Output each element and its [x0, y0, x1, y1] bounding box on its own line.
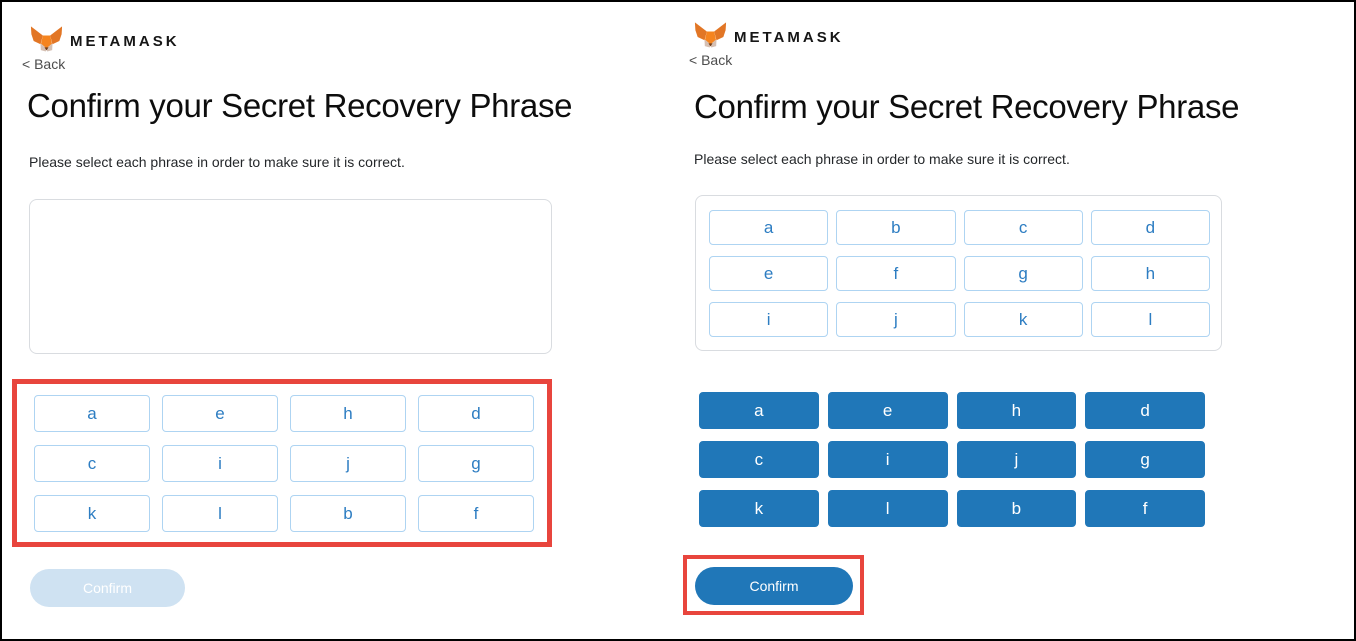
selected-word-chip[interactable]: k: [963, 302, 1083, 337]
word-chip-selected[interactable]: f: [1085, 490, 1205, 527]
word-chip-selected[interactable]: h: [956, 392, 1077, 429]
back-link[interactable]: < Back: [22, 56, 66, 72]
selected-word-chip[interactable]: d: [1090, 210, 1210, 245]
word-chip-selected[interactable]: j: [956, 441, 1077, 478]
word-chip-selected[interactable]: d: [1085, 392, 1205, 429]
word-chip-selected[interactable]: i: [827, 441, 948, 478]
selected-word-chip[interactable]: i: [709, 302, 829, 337]
word-bank-grid: a e h d c i j g k l b f: [699, 392, 1205, 527]
confirm-button[interactable]: Confirm: [695, 567, 853, 605]
word-chip-selected[interactable]: e: [827, 392, 948, 429]
selected-word-chip[interactable]: e: [709, 256, 829, 291]
selected-word-chip[interactable]: j: [836, 302, 956, 337]
annotation-box-confirm: [683, 555, 864, 615]
word-chip[interactable]: e: [162, 395, 278, 432]
back-link[interactable]: < Back: [689, 52, 733, 68]
selected-word-chip[interactable]: l: [1090, 302, 1210, 337]
word-chip[interactable]: b: [290, 495, 406, 532]
word-chip-selected[interactable]: k: [699, 490, 819, 527]
word-chip-selected[interactable]: b: [956, 490, 1077, 527]
word-chip[interactable]: h: [290, 395, 406, 432]
selected-word-chip[interactable]: g: [963, 256, 1083, 291]
page-title: Confirm your Secret Recovery Phrase: [27, 87, 573, 124]
word-chip-selected[interactable]: a: [699, 392, 819, 429]
annotation-box-word-bank: a e h d c i j g k l: [12, 379, 552, 547]
word-chip[interactable]: i: [162, 445, 278, 482]
word-chip[interactable]: d: [418, 395, 534, 432]
selected-word-chip[interactable]: h: [1090, 256, 1210, 291]
word-chip[interactable]: a: [34, 395, 150, 432]
word-chip[interactable]: c: [34, 445, 150, 482]
confirm-button: Confirm: [30, 569, 185, 607]
panel-before: METAMASK < Back Confirm your Secret Reco…: [2, 2, 678, 639]
word-chip-selected[interactable]: g: [1085, 441, 1205, 478]
panel-after: METAMASK < Back Confirm your Secret Reco…: [680, 2, 1354, 639]
metamask-fox-icon: [694, 22, 727, 48]
selected-words-box: [29, 199, 552, 354]
page-title: Confirm your Secret Recovery Phrase: [694, 88, 1240, 125]
metamask-wordmark: METAMASK: [70, 32, 180, 50]
word-chip-selected[interactable]: l: [827, 490, 948, 527]
selected-words-box: a b c d e f g h i j: [695, 195, 1222, 351]
word-chip[interactable]: k: [34, 495, 150, 532]
selected-word-chip[interactable]: b: [836, 210, 956, 245]
word-chip[interactable]: j: [290, 445, 406, 482]
metamask-logo: METAMASK: [694, 22, 844, 52]
metamask-wordmark: METAMASK: [734, 28, 844, 46]
word-chip[interactable]: l: [162, 495, 278, 532]
selected-word-chip[interactable]: a: [709, 210, 829, 245]
instruction-text: Please select each phrase in order to ma…: [29, 154, 405, 170]
selected-word-chip[interactable]: f: [836, 256, 956, 291]
word-chip-selected[interactable]: c: [699, 441, 819, 478]
word-chip[interactable]: f: [418, 495, 534, 532]
word-chip[interactable]: g: [418, 445, 534, 482]
word-bank-grid: a e h d c i j g k l: [34, 395, 534, 532]
instruction-text: Please select each phrase in order to ma…: [694, 151, 1070, 167]
metamask-fox-icon: [30, 26, 63, 52]
selected-words-grid: a b c d e f g h i j: [709, 210, 1210, 337]
selected-word-chip[interactable]: c: [963, 210, 1083, 245]
metamask-logo: METAMASK: [30, 26, 180, 56]
